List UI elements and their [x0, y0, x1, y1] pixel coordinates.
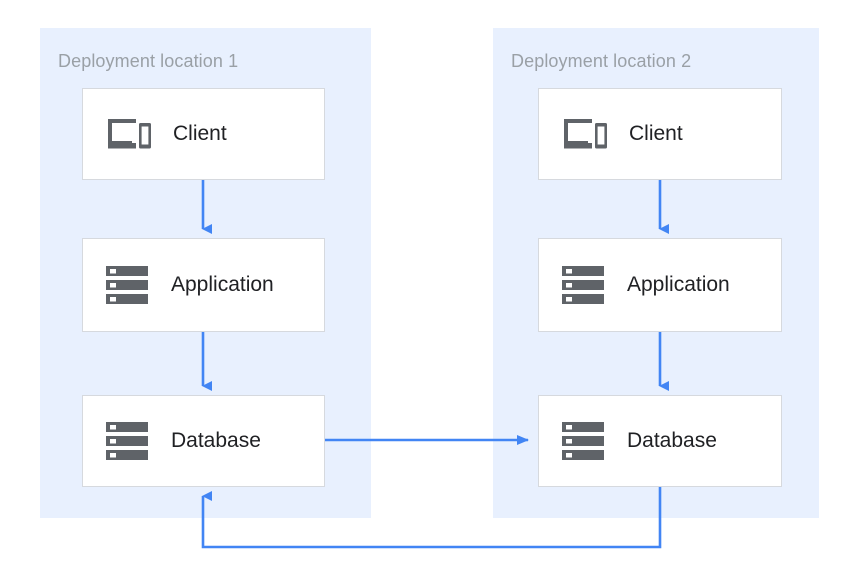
- zone-1-label: Deployment location 1: [58, 51, 239, 71]
- node-label: Application: [171, 273, 274, 296]
- node-app-2[interactable]: Application: [538, 238, 782, 332]
- node-database-1[interactable]: Database: [82, 395, 325, 487]
- devices-icon: [105, 115, 151, 153]
- node-client-1[interactable]: Client: [82, 88, 325, 180]
- node-database-2[interactable]: Database: [538, 395, 782, 487]
- node-label: Database: [627, 429, 717, 452]
- node-client-2[interactable]: Client: [538, 88, 782, 180]
- node-label: Client: [629, 122, 683, 145]
- node-app-1[interactable]: Application: [82, 238, 325, 332]
- node-label: Client: [173, 122, 227, 145]
- devices-icon: [561, 115, 607, 153]
- server-icon: [561, 421, 605, 461]
- node-label: Database: [171, 429, 261, 452]
- server-icon: [105, 265, 149, 305]
- server-icon: [561, 265, 605, 305]
- zone-2-label: Deployment location 2: [511, 51, 692, 71]
- node-label: Application: [627, 273, 730, 296]
- server-icon: [105, 421, 149, 461]
